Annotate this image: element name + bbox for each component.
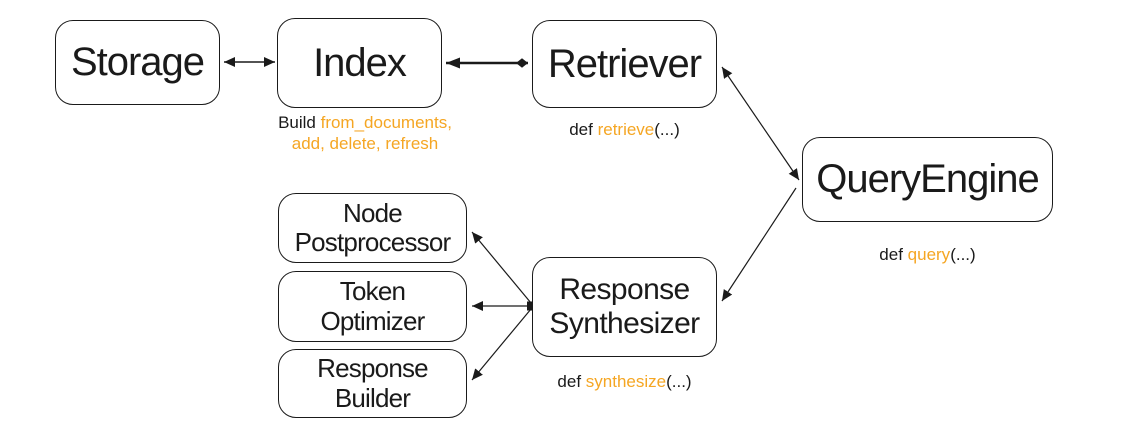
edge-retriever-queryengine [721, 66, 800, 181]
node-storage: Storage [55, 20, 220, 105]
node-node-postprocessor-label-line2: Postprocessor [294, 227, 452, 257]
annotation-queryengine-def: def query(...) [802, 244, 1053, 265]
node-queryengine: QueryEngine [802, 137, 1053, 222]
annotation-queryengine-def-prefix: def [879, 245, 908, 264]
node-node-postprocessor-label-line1: Node [343, 197, 403, 228]
annotation-index-build-methods-line1: from_documents, [320, 113, 452, 132]
annotation-retriever-def-method: retrieve [597, 120, 655, 139]
annotation-retriever-def-prefix: def [569, 120, 598, 139]
edge-queryengine-responsesynthesizer [721, 187, 797, 302]
node-response-builder: Response Builder [278, 349, 467, 418]
node-index: Index [277, 18, 442, 108]
annotation-queryengine-def-method: query [907, 245, 951, 264]
node-token-optimizer-label-line1: Token [339, 276, 406, 307]
node-retriever-label: Retriever [547, 41, 702, 86]
annotation-queryengine-def-suffix: (...) [950, 245, 976, 264]
edge-synthesizer-nodepostprocessor [471, 231, 532, 304]
node-retriever: Retriever [532, 20, 717, 108]
annotation-synthesizer-def-prefix: def [557, 372, 586, 391]
square-terminator-icon [527, 301, 536, 311]
node-node-postprocessor: Node Postprocessor [278, 193, 467, 263]
annotation-retriever-def: def retrieve(...) [532, 119, 717, 140]
annotation-retriever-def-suffix: (...) [654, 120, 680, 139]
node-response-builder-label-line1: Response [317, 353, 428, 384]
node-response-synthesizer: Response Synthesizer [532, 257, 717, 357]
annotation-synthesizer-def: def synthesize(...) [532, 371, 717, 392]
annotation-synthesizer-def-suffix: (...) [666, 372, 692, 391]
annotation-index-build-methods-line2: add, delete, refresh [291, 134, 439, 153]
node-response-synthesizer-label-line1: Response [559, 273, 690, 307]
node-response-builder-label-line2: Builder [334, 382, 411, 413]
node-storage-label: Storage [70, 40, 205, 85]
node-index-label: Index [313, 40, 407, 85]
annotation-index-build: Build from_documents, add, delete, refre… [245, 112, 485, 154]
node-token-optimizer: Token Optimizer [278, 271, 467, 342]
annotation-index-build-prefix: Build [278, 113, 321, 132]
node-token-optimizer-label-line2: Optimizer [320, 305, 425, 336]
edge-synthesizer-responsebuilder [471, 308, 532, 381]
node-queryengine-label: QueryEngine [816, 157, 1039, 202]
annotation-synthesizer-def-method: synthesize [585, 372, 667, 391]
node-response-synthesizer-label-line2: Synthesizer [549, 307, 700, 340]
